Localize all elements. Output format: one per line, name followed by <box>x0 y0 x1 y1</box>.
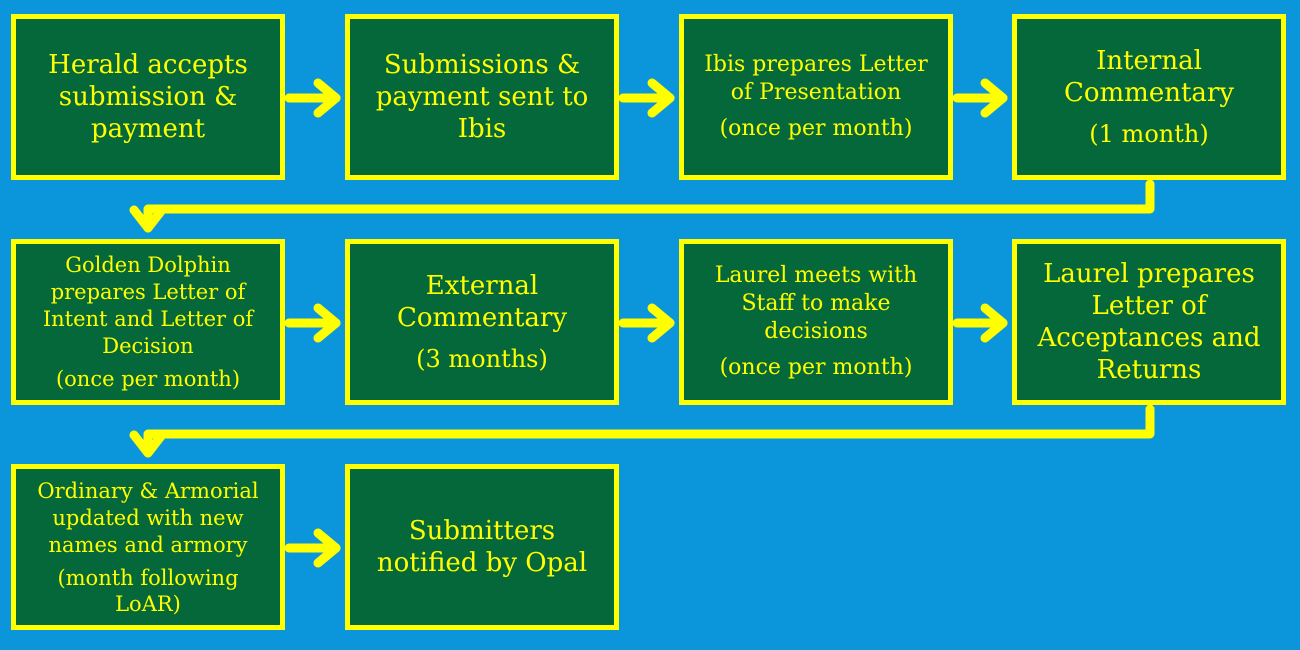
arrow-5-6 <box>284 303 341 343</box>
step-frequency: (once per month) <box>719 116 913 141</box>
step-letter-of-presentation: Ibis prepares Letter of Presentation (on… <box>679 14 953 180</box>
step-external-commentary: External Commentary (3 months) <box>345 239 619 405</box>
step-laurel-meets: Laurel meets with Staff to make decision… <box>679 239 953 405</box>
arrow-2-3 <box>618 78 675 118</box>
step-title: Herald accepts submission & payment <box>48 50 248 144</box>
arrow-8-9 <box>129 404 1155 458</box>
step-ordinary-armorial: Ordinary & Armorial updated with new nam… <box>11 464 285 630</box>
step-golden-dolphin: Golden Dolphin prepares Letter of Intent… <box>11 239 285 405</box>
step-frequency: (once per month) <box>55 367 241 391</box>
arrow-4-5 <box>129 179 1155 233</box>
step-submitters-notified: Submitters notified by Opal <box>345 464 619 630</box>
arrow-3-4 <box>952 78 1008 118</box>
step-loar: Laurel prepares Letter of Acceptances an… <box>1012 239 1286 405</box>
step-sent-to-ibis: Submissions & payment sent to Ibis <box>345 14 619 180</box>
step-herald-accepts: Herald accepts submission & payment <box>11 14 285 180</box>
step-timing: (month following LoAR) <box>57 565 239 616</box>
step-title: Laurel meets with Staff to make decision… <box>714 263 918 344</box>
step-title: Ordinary & Armorial updated with new nam… <box>37 478 259 557</box>
step-title: Ibis prepares Letter of Presentation <box>704 52 928 105</box>
step-title: Laurel prepares Letter of Acceptances an… <box>1037 259 1261 385</box>
step-title: Submitters notified by Opal <box>376 516 588 578</box>
step-duration: (1 month) <box>1089 120 1209 148</box>
step-title: Internal Commentary <box>1063 46 1235 108</box>
arrow-1-2 <box>284 78 341 118</box>
step-duration: (3 months) <box>416 345 548 373</box>
step-title: Submissions & payment sent to Ibis <box>375 50 589 144</box>
step-internal-commentary: Internal Commentary (1 month) <box>1012 14 1286 180</box>
arrow-9-10 <box>284 528 341 568</box>
arrow-6-7 <box>618 303 675 343</box>
step-title: Golden Dolphin prepares Letter of Intent… <box>42 253 254 358</box>
step-frequency: (once per month) <box>719 355 913 380</box>
step-title: External Commentary <box>396 271 568 333</box>
arrow-7-8 <box>952 303 1008 343</box>
